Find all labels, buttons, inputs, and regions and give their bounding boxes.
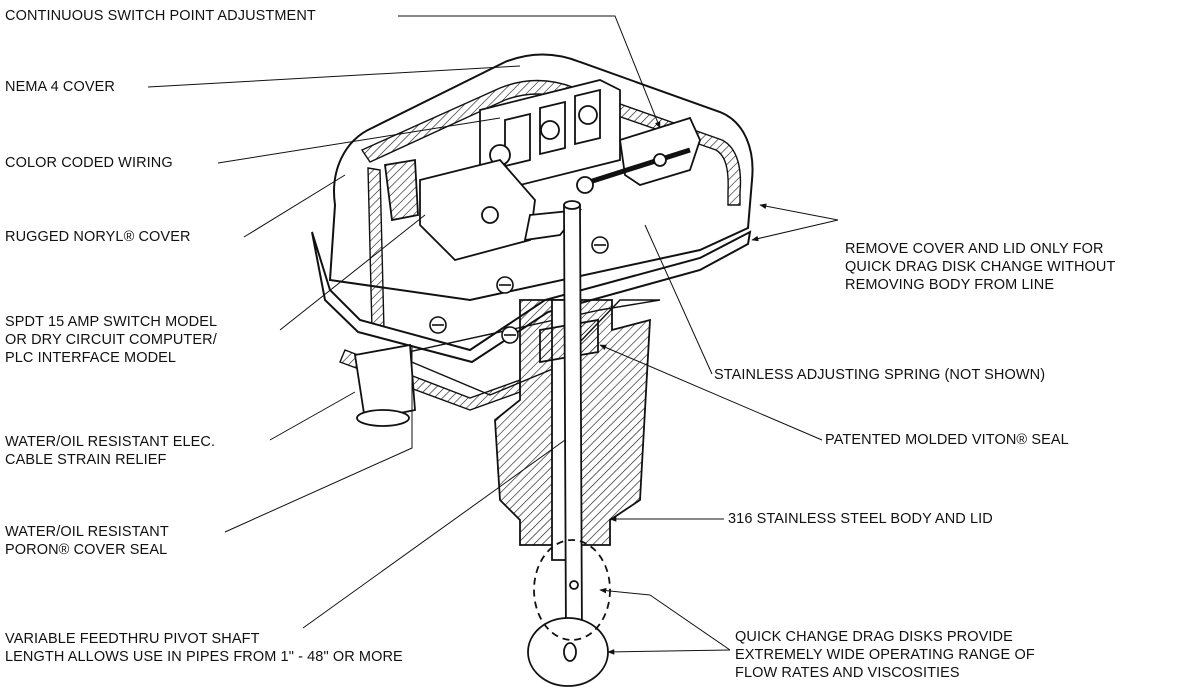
callout-spdt-switch: SPDT 15 AMP SWITCH MODEL OR DRY CIRCUIT …	[5, 314, 218, 366]
adjustment-screw	[576, 116, 701, 194]
leader-lines	[147, 15, 839, 655]
strain-relief-fitting	[353, 343, 416, 427]
callout-remove-cover: REMOVE COVER AND LID ONLY FOR QUICK DRAG…	[845, 241, 1116, 293]
callout-color-coded-wiring: COLOR CODED WIRING	[5, 155, 173, 171]
callout-switch-point-adjustment: CONTINUOUS SWITCH POINT ADJUSTMENT	[5, 8, 316, 24]
callout-pivot-shaft: VARIABLE FEEDTHRU PIVOT SHAFT LENGTH ALL…	[5, 631, 403, 665]
callout-stainless-body: 316 STAINLESS STEEL BODY AND LID	[728, 511, 993, 527]
drag-disk	[527, 539, 611, 687]
callout-nema-cover: NEMA 4 COVER	[5, 79, 115, 95]
callout-poron-cover-seal: WATER/OIL RESISTANT PORON® COVER SEAL	[5, 524, 169, 558]
pivot-shaft	[563, 200, 583, 641]
callout-viton-seal: PATENTED MOLDED VITON® SEAL	[825, 432, 1069, 448]
callout-drag-disks: QUICK CHANGE DRAG DISKS PROVIDE EXTREMEL…	[735, 629, 1035, 681]
callout-cable-strain-relief: WATER/OIL RESISTANT ELEC. CABLE STRAIN R…	[5, 434, 216, 468]
screws	[429, 236, 609, 344]
callout-adjusting-spring: STAINLESS ADJUSTING SPRING (NOT SHOWN)	[714, 367, 1046, 383]
callout-noryl-cover: RUGGED NORYL® COVER	[5, 229, 191, 245]
